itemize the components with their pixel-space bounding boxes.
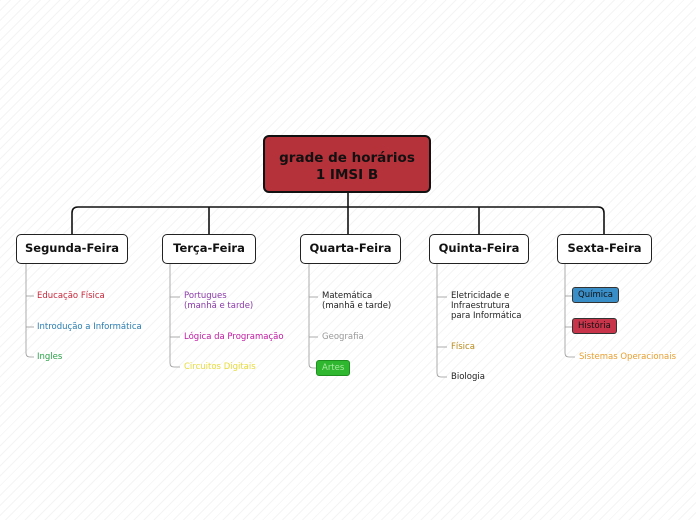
subject-geografia[interactable]: Geografia [322,332,364,342]
subject-eletricidade-infraestrutura[interactable]: Eletricidade e Infraestrutura para Infor… [451,291,522,321]
subject-fisica[interactable]: Física [451,342,475,352]
subject-artes[interactable]: Artes [316,360,351,376]
day-node-quinta[interactable]: Quinta-Feira [429,234,529,264]
day-node-quarta[interactable]: Quarta-Feira [300,234,401,264]
day-node-sexta[interactable]: Sexta-Feira [557,234,652,264]
branch-segunda [25,264,34,358]
day-bus-line [71,206,605,234]
branch-terca [169,264,180,368]
subject-ingles[interactable]: Ingles [37,352,63,362]
subject-logica-programacao[interactable]: Lógica da Programação [184,332,284,342]
subject-circuitos-digitais[interactable]: Circuitos Digitais [184,362,256,372]
subject-portugues[interactable]: Portugues (manhã e tarde) [184,291,254,311]
central-title-line2: 1 IMSI B [315,167,379,183]
subject-introducao-informatica[interactable]: Introdução a Informática [37,322,142,332]
subject-biologia[interactable]: Biologia [451,372,485,382]
day-node-segunda[interactable]: Segunda-Feira [16,234,128,264]
day-node-terca[interactable]: Terça-Feira [162,234,256,264]
branch-quarta [308,264,316,369]
branch-quinta [436,264,447,378]
subject-historia[interactable]: História [572,318,617,334]
subject-educacao-fisica[interactable]: Educação Física [37,291,105,301]
central-topic[interactable]: grade de horários 1 IMSI B [263,135,431,193]
central-title-line1: grade de horários [279,150,415,166]
subject-matematica[interactable]: Matemática (manhã e tarde) [322,291,392,311]
branch-sexta [564,264,575,358]
subject-sistemas-operacionais[interactable]: Sistemas Operacionais [579,352,677,362]
subject-quimica[interactable]: Química [572,287,619,303]
